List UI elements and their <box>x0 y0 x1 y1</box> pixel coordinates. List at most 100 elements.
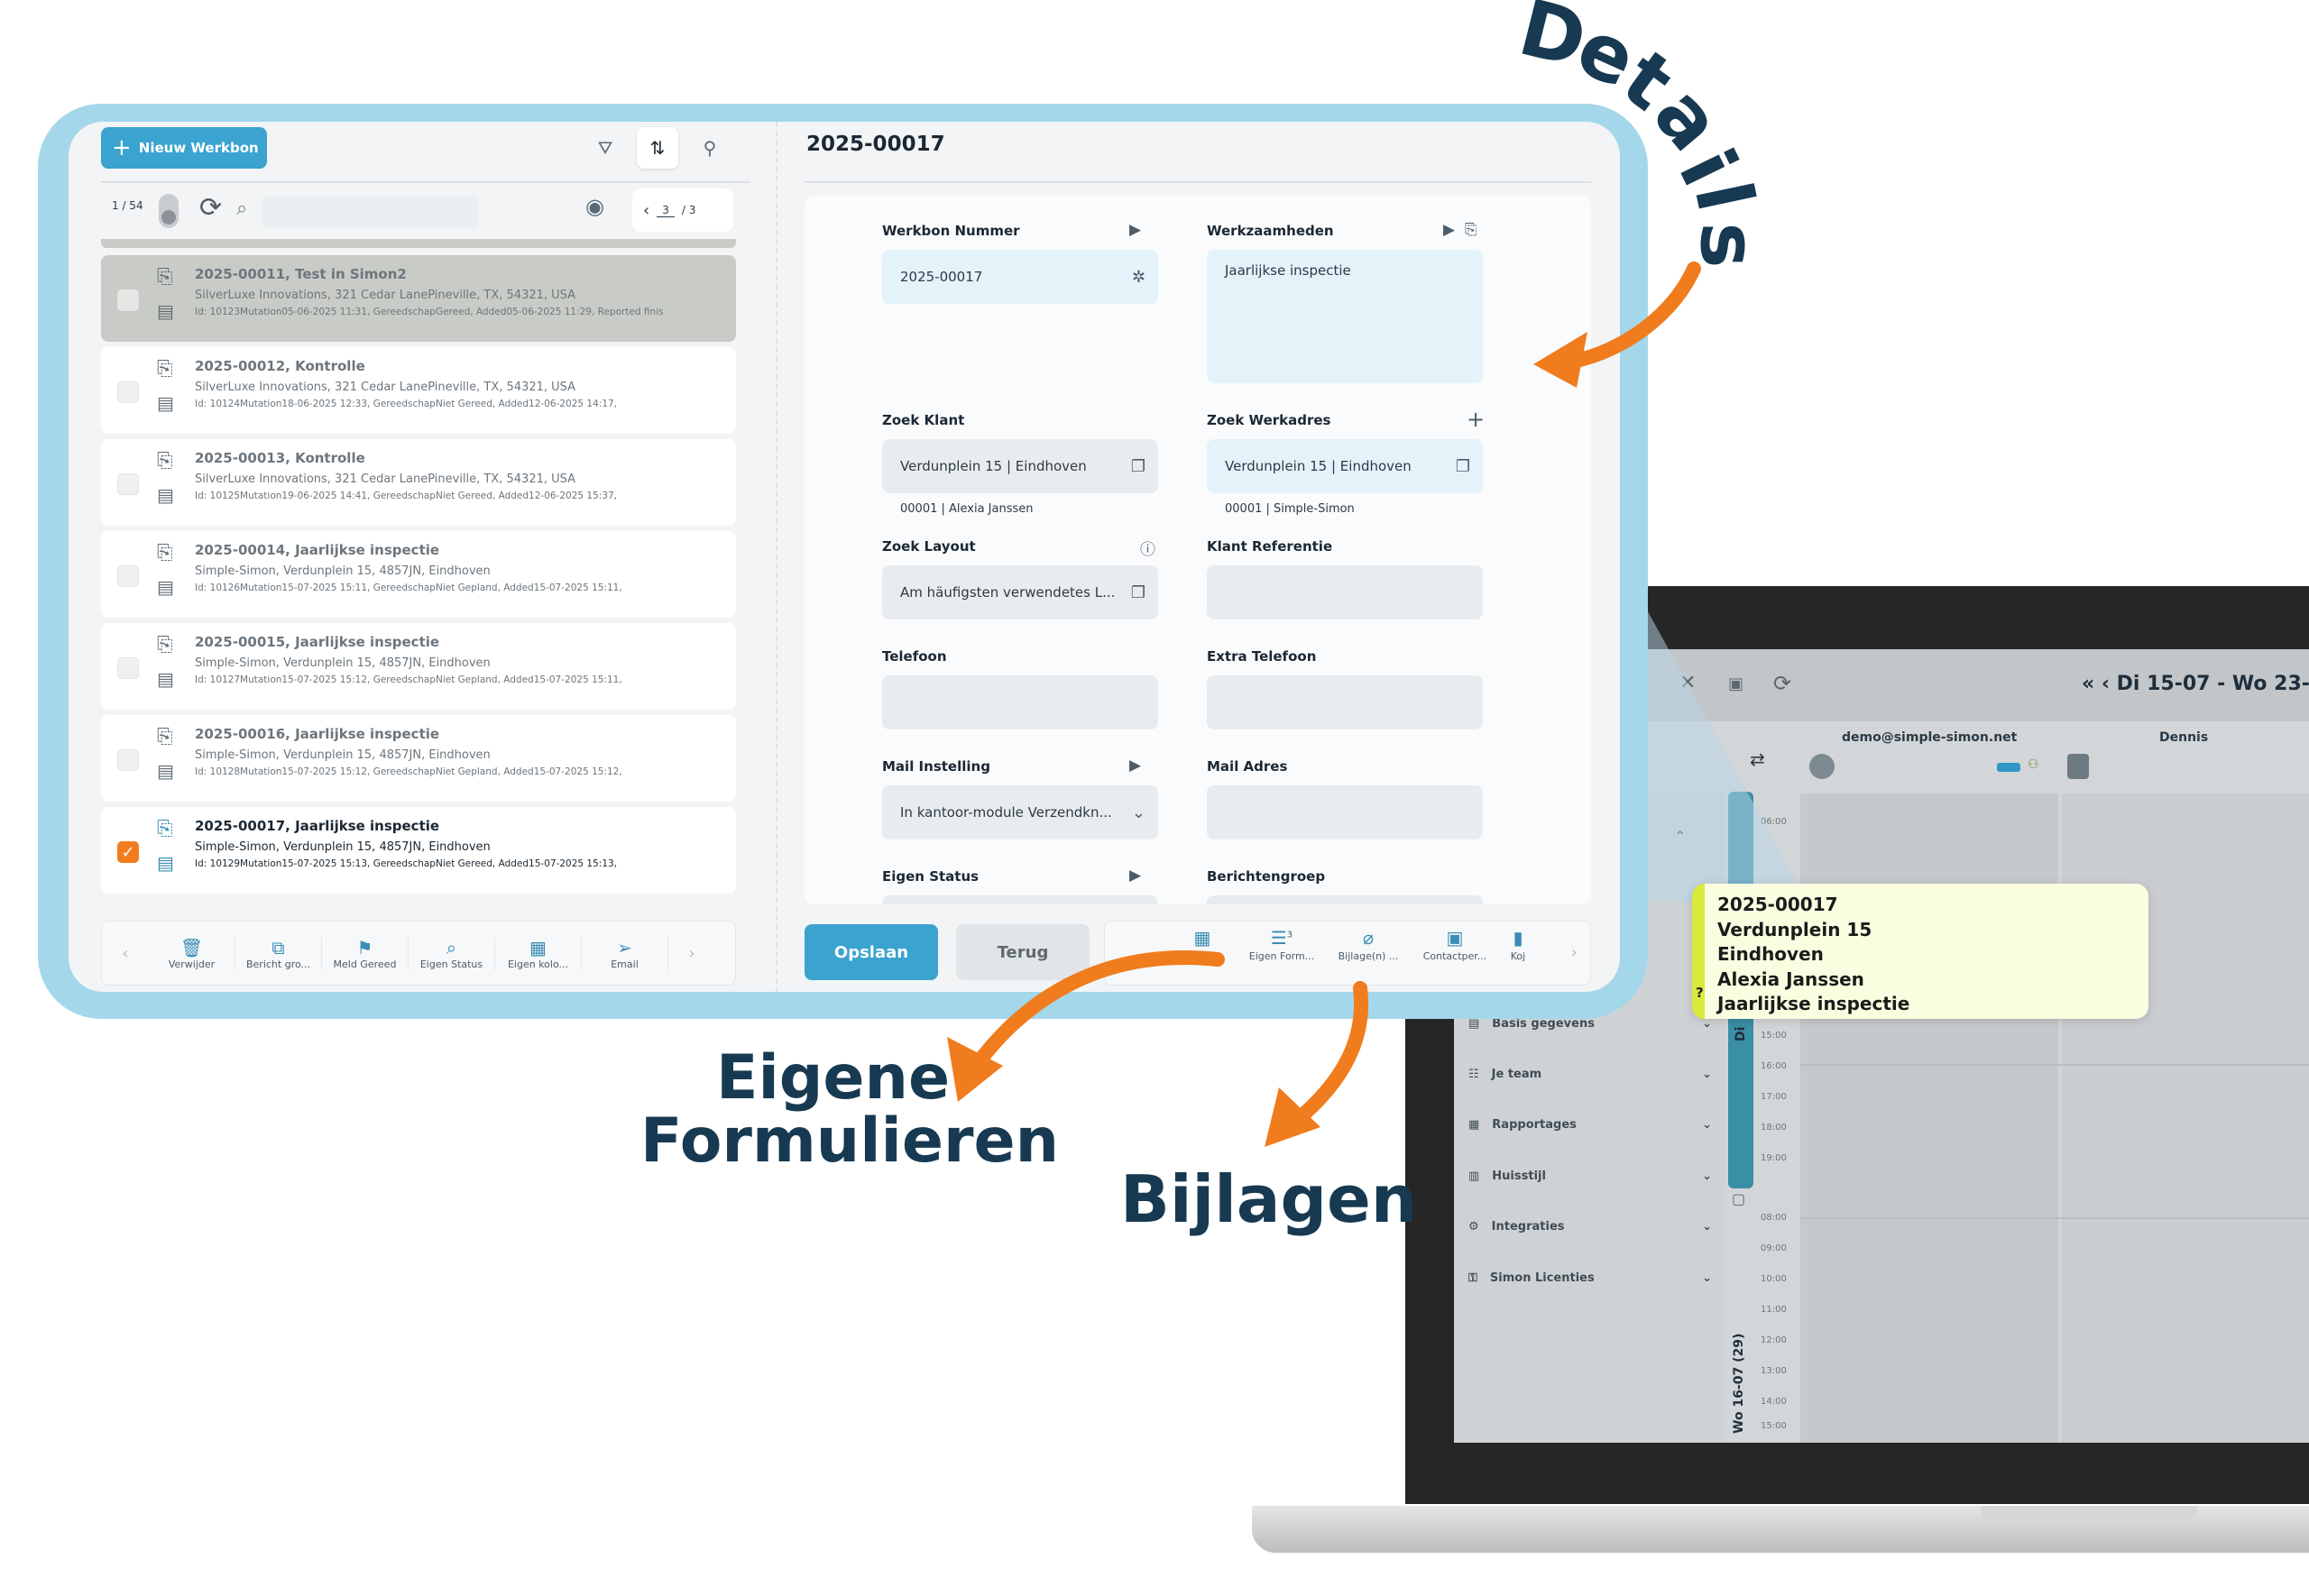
sidebar-item-simon-licenties[interactable]: ⚿Simon Licenties⌄ <box>1468 1271 1712 1285</box>
chevron-down-icon: ⌄ <box>1702 1068 1712 1081</box>
chevron-right-icon[interactable]: › <box>688 943 695 963</box>
play-icon[interactable]: ▶ <box>1129 757 1142 775</box>
double-chevron-left-icon[interactable]: « <box>2082 673 2095 695</box>
list-item[interactable]: ⎘ ▤ 2025-00012, Kontrolle SilverLuxe Inn… <box>101 347 736 434</box>
time-label: 18:00 <box>1761 1123 1787 1133</box>
berichtengroep-field[interactable] <box>1207 895 1483 904</box>
eigen-formulieren-button[interactable]: ☰3 Eigen Form... <box>1238 927 1325 962</box>
custom-status-button[interactable]: ⌕Eigen Status <box>409 936 495 970</box>
pin-icon[interactable]: ⚲ <box>703 137 717 159</box>
list-item-selected[interactable]: ✓ ⎘ ▤ 2025-00017, Jaarlijkse inspectie S… <box>101 807 736 894</box>
chevron-right-icon[interactable]: › <box>1570 943 1578 962</box>
pane-divider <box>776 122 777 992</box>
calendar-icon[interactable]: ▣ <box>1728 674 1744 693</box>
window-icon[interactable]: ❐ <box>1130 456 1145 476</box>
eye-icon[interactable]: ◉ <box>585 194 604 219</box>
search-input[interactable] <box>262 196 479 228</box>
document-icon: ▤ <box>157 576 174 598</box>
filter-icon[interactable]: ⛛ <box>597 137 613 159</box>
row-checkbox[interactable] <box>117 657 139 679</box>
chevron-down-icon: ⌄ <box>1702 1220 1712 1234</box>
more-button[interactable]: ▮ Koj <box>1493 927 1543 962</box>
calculator-icon: ▦ <box>1193 927 1211 949</box>
klant-referentie-field[interactable] <box>1207 565 1483 619</box>
clipboard-icon[interactable]: ⎘ <box>1465 221 1477 239</box>
workorder-meta: Id: 10128Mutation15-07-2025 15:12, Geree… <box>195 766 622 777</box>
zoek-klant-field[interactable]: Verdunplein 15 | Eindhoven ❐ <box>882 439 1158 493</box>
list-item[interactable]: ⎘ ▤ 2025-00014, Jaarlijkse inspectie Sim… <box>101 531 736 618</box>
extra-telefoon-field[interactable] <box>1207 675 1483 729</box>
row-checkbox[interactable] <box>117 289 139 311</box>
chevron-left-icon[interactable]: ‹ <box>643 200 650 220</box>
window-icon[interactable]: ❐ <box>1130 582 1145 602</box>
mail-instelling-select[interactable]: In kantoor-module Verzendkn... ⌄ <box>882 785 1158 839</box>
telefoon-field[interactable] <box>882 675 1158 729</box>
zoek-werkadres-sub: 00001 | Simple-Simon <box>1225 502 1355 516</box>
row-checkbox[interactable] <box>117 381 139 403</box>
sidebar-item-huisstijl[interactable]: ▥Huisstijl⌄ <box>1468 1169 1712 1183</box>
list-item[interactable]: ⎘ ▤ 2025-00016, Jaarlijkse inspectie Sim… <box>101 715 736 802</box>
sidebar-item-je-team[interactable]: ☷Je team⌄ <box>1468 1068 1712 1081</box>
werkzaamheden-label: Werkzaamheden <box>1207 223 1334 239</box>
sidebar-item-integraties[interactable]: ⚙Integraties⌄ <box>1468 1220 1712 1234</box>
page-current[interactable]: 3 <box>657 204 675 217</box>
chevron-left-icon[interactable]: ‹ <box>122 943 129 963</box>
mail-adres-field[interactable] <box>1207 785 1483 839</box>
werkbon-nummer-field[interactable]: 2025-00017 ✲ <box>882 250 1158 304</box>
chevron-down-icon: ⌄ <box>1702 1017 1712 1031</box>
sort-icon[interactable]: ⇅ <box>637 127 678 169</box>
play-icon[interactable]: ▶ <box>1443 221 1456 239</box>
contactpersoon-button[interactable]: ▣ Contactper... <box>1412 927 1498 962</box>
tooltip-line: Eindhoven <box>1717 943 1824 965</box>
zoek-layout-field[interactable]: Am häufigsten verwendetes L... ❐ <box>882 565 1158 619</box>
delete-button[interactable]: 🗑Verwijder <box>149 936 235 970</box>
play-icon[interactable]: ▶ <box>1129 221 1142 239</box>
divider <box>101 181 750 183</box>
row-checkbox-checked[interactable]: ✓ <box>117 841 139 863</box>
list-item[interactable]: ⎘ ▤ 2025-00013, Kontrolle SilverLuxe Inn… <box>101 439 736 526</box>
workorder-address: Simple-Simon, Verdunplein 15, 4857JN, Ei… <box>195 656 491 670</box>
time-label: 13:00 <box>1761 1366 1787 1376</box>
refresh-icon[interactable]: ⟳ <box>1773 671 1792 696</box>
time-label: 19:00 <box>1761 1153 1787 1163</box>
report-done-button[interactable]: ⚑Meld Gereed <box>322 936 409 970</box>
plus-icon: + <box>112 134 132 161</box>
magic-wand-icon[interactable]: ✲ <box>1131 267 1145 287</box>
chevron-left-icon[interactable]: ‹ <box>2101 673 2110 695</box>
zoek-layout-value: Am häufigsten verwendetes L... <box>900 584 1116 601</box>
row-checkbox[interactable] <box>117 565 139 587</box>
werkzaamheden-textarea[interactable]: Jaarlijkse inspectie <box>1207 250 1483 383</box>
play-icon[interactable]: ▶ <box>1129 867 1142 885</box>
info-icon[interactable]: ⓘ <box>1140 541 1155 559</box>
bijlagen-button[interactable]: ⌀ Bijlage(n) ... <box>1325 927 1412 962</box>
plus-icon[interactable]: + <box>1467 407 1486 432</box>
sidebar-item-rapportages[interactable]: ▦Rapportages⌄ <box>1468 1118 1712 1132</box>
list-item[interactable]: ⎘ ▤ 2025-00015, Jaarlijkse inspectie Sim… <box>101 623 736 710</box>
swap-icon[interactable]: ⇄ <box>1750 748 1765 770</box>
list-item[interactable]: ⎘ ▤ 2025-00011, Test in Simon2 SilverLux… <box>101 255 736 342</box>
email-button[interactable]: ➢Email <box>582 936 668 970</box>
sidebar-item-basis-gegevens[interactable]: ▤Basis gegevens⌄ <box>1468 1017 1712 1031</box>
calendar-user-email: demo@simple-simon.net <box>1842 730 2018 745</box>
zoek-werkadres-field[interactable]: Verdunplein 15 | Eindhoven ❐ <box>1207 439 1483 493</box>
row-checkbox[interactable] <box>117 473 139 495</box>
save-button[interactable]: Opslaan <box>805 924 938 980</box>
day-label: Wo 16-07 (29) <box>1732 1333 1746 1434</box>
time-label: 11:00 <box>1761 1305 1787 1315</box>
window-icon[interactable]: ❐ <box>1455 456 1470 476</box>
back-button[interactable]: Terug <box>956 924 1090 980</box>
time-label: 12:00 <box>1761 1335 1787 1345</box>
eigen-status-field[interactable] <box>882 895 1158 904</box>
custom-column-button[interactable]: ▦Eigen kolo... <box>495 936 582 970</box>
report-icon: ▦ <box>1468 1118 1480 1132</box>
calculator-button[interactable]: ▦ <box>1159 927 1246 950</box>
page-total: / 3 <box>681 204 696 216</box>
message-group-button[interactable]: ⧉Bericht gro... <box>235 936 322 970</box>
new-workorder-button[interactable]: + Nieuw Werkbon <box>101 127 267 169</box>
list-toggle[interactable] <box>159 194 179 228</box>
custom-status-label: Eigen Status <box>419 958 483 970</box>
row-checkbox[interactable] <box>117 749 139 771</box>
workorder-tooltip: 2025-00017 Verdunplein 15 Eindhoven Alex… <box>1692 884 2148 1019</box>
refresh-icon[interactable]: ⟳ <box>199 192 223 224</box>
app-window: + Nieuw Werkbon ⛛ ⇅ ⚲ 1 / 54 ⟳ ⌕ ◉ ‹ 3 /… <box>69 122 1620 992</box>
